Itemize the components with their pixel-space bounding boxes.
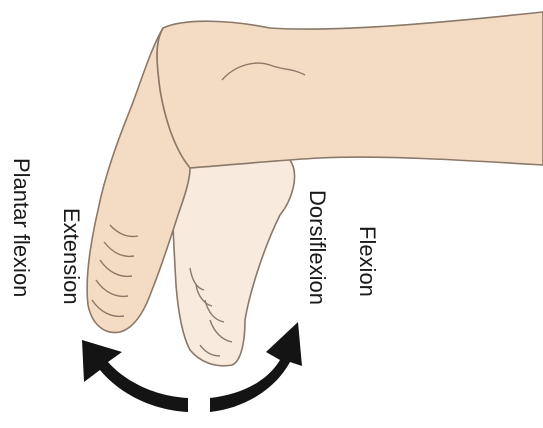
dorsiflexion-label: Dorsiflexion	[306, 190, 328, 305]
extension-label: Extension	[60, 208, 82, 305]
flexion-label: Flexion	[356, 226, 378, 297]
leg	[157, 12, 543, 168]
plantar-flexion-label: Plantar flexion	[10, 158, 32, 297]
curved-arrow-left-icon	[82, 340, 188, 412]
dorsiflexed-foot	[172, 147, 295, 366]
